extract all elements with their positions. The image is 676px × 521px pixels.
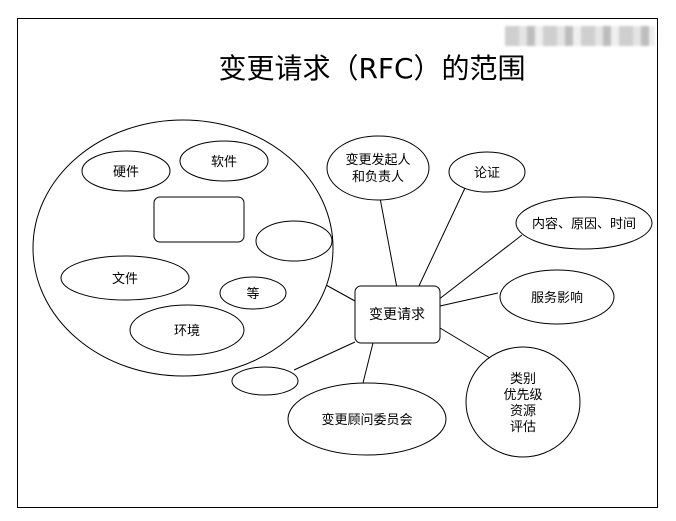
etc-node[interactable]	[219, 276, 287, 310]
initiator-label-line1: 变更发起人	[345, 152, 410, 168]
environment-node[interactable]	[129, 304, 245, 356]
watermark	[505, 26, 655, 46]
environment-label: 环境	[174, 324, 200, 339]
cab-node[interactable]	[287, 382, 447, 456]
link-content	[437, 234, 523, 301]
link-blank-small	[293, 341, 356, 371]
initiator-node[interactable]	[326, 135, 430, 201]
category-node[interactable]	[465, 346, 581, 458]
content-node[interactable]	[515, 196, 653, 250]
center-label: 变更请求	[369, 307, 425, 323]
etc-label: 等	[246, 286, 259, 302]
cab-label: 变更顾问委员会	[321, 412, 412, 428]
justification-label: 论证	[474, 166, 500, 181]
category-label-line1: 类别	[510, 372, 536, 387]
hardware-node[interactable]	[81, 150, 171, 192]
category-label-line4: 评估	[510, 420, 536, 435]
justification-node[interactable]	[448, 151, 526, 193]
service-impact-label: 服务影响	[531, 290, 583, 306]
category-label-line3: 资源	[510, 404, 536, 419]
service-impact-node[interactable]	[499, 269, 615, 325]
blank-small-node[interactable]	[231, 366, 299, 396]
page-title: 变更请求（RFC）的范围	[218, 52, 525, 85]
link-category	[439, 327, 491, 359]
software-label: 软件	[211, 155, 237, 170]
link-service-impact	[439, 292, 499, 307]
link-config-items	[325, 284, 356, 302]
hardware-label: 硬件	[113, 165, 139, 180]
software-node[interactable]	[179, 140, 269, 182]
link-justification	[417, 187, 466, 289]
initiator-label-line2: 和负责人	[352, 170, 404, 185]
center-node[interactable]	[354, 285, 441, 344]
category-label-line2: 优先级	[503, 388, 542, 403]
content-label: 内容、原因、时间	[532, 216, 636, 232]
link-initiator	[379, 197, 398, 289]
blank-rectangle	[153, 196, 245, 243]
link-cab	[362, 342, 374, 384]
blank-ellipse	[255, 220, 333, 262]
documents-node[interactable]	[60, 255, 190, 301]
documents-label: 文件	[112, 272, 138, 287]
